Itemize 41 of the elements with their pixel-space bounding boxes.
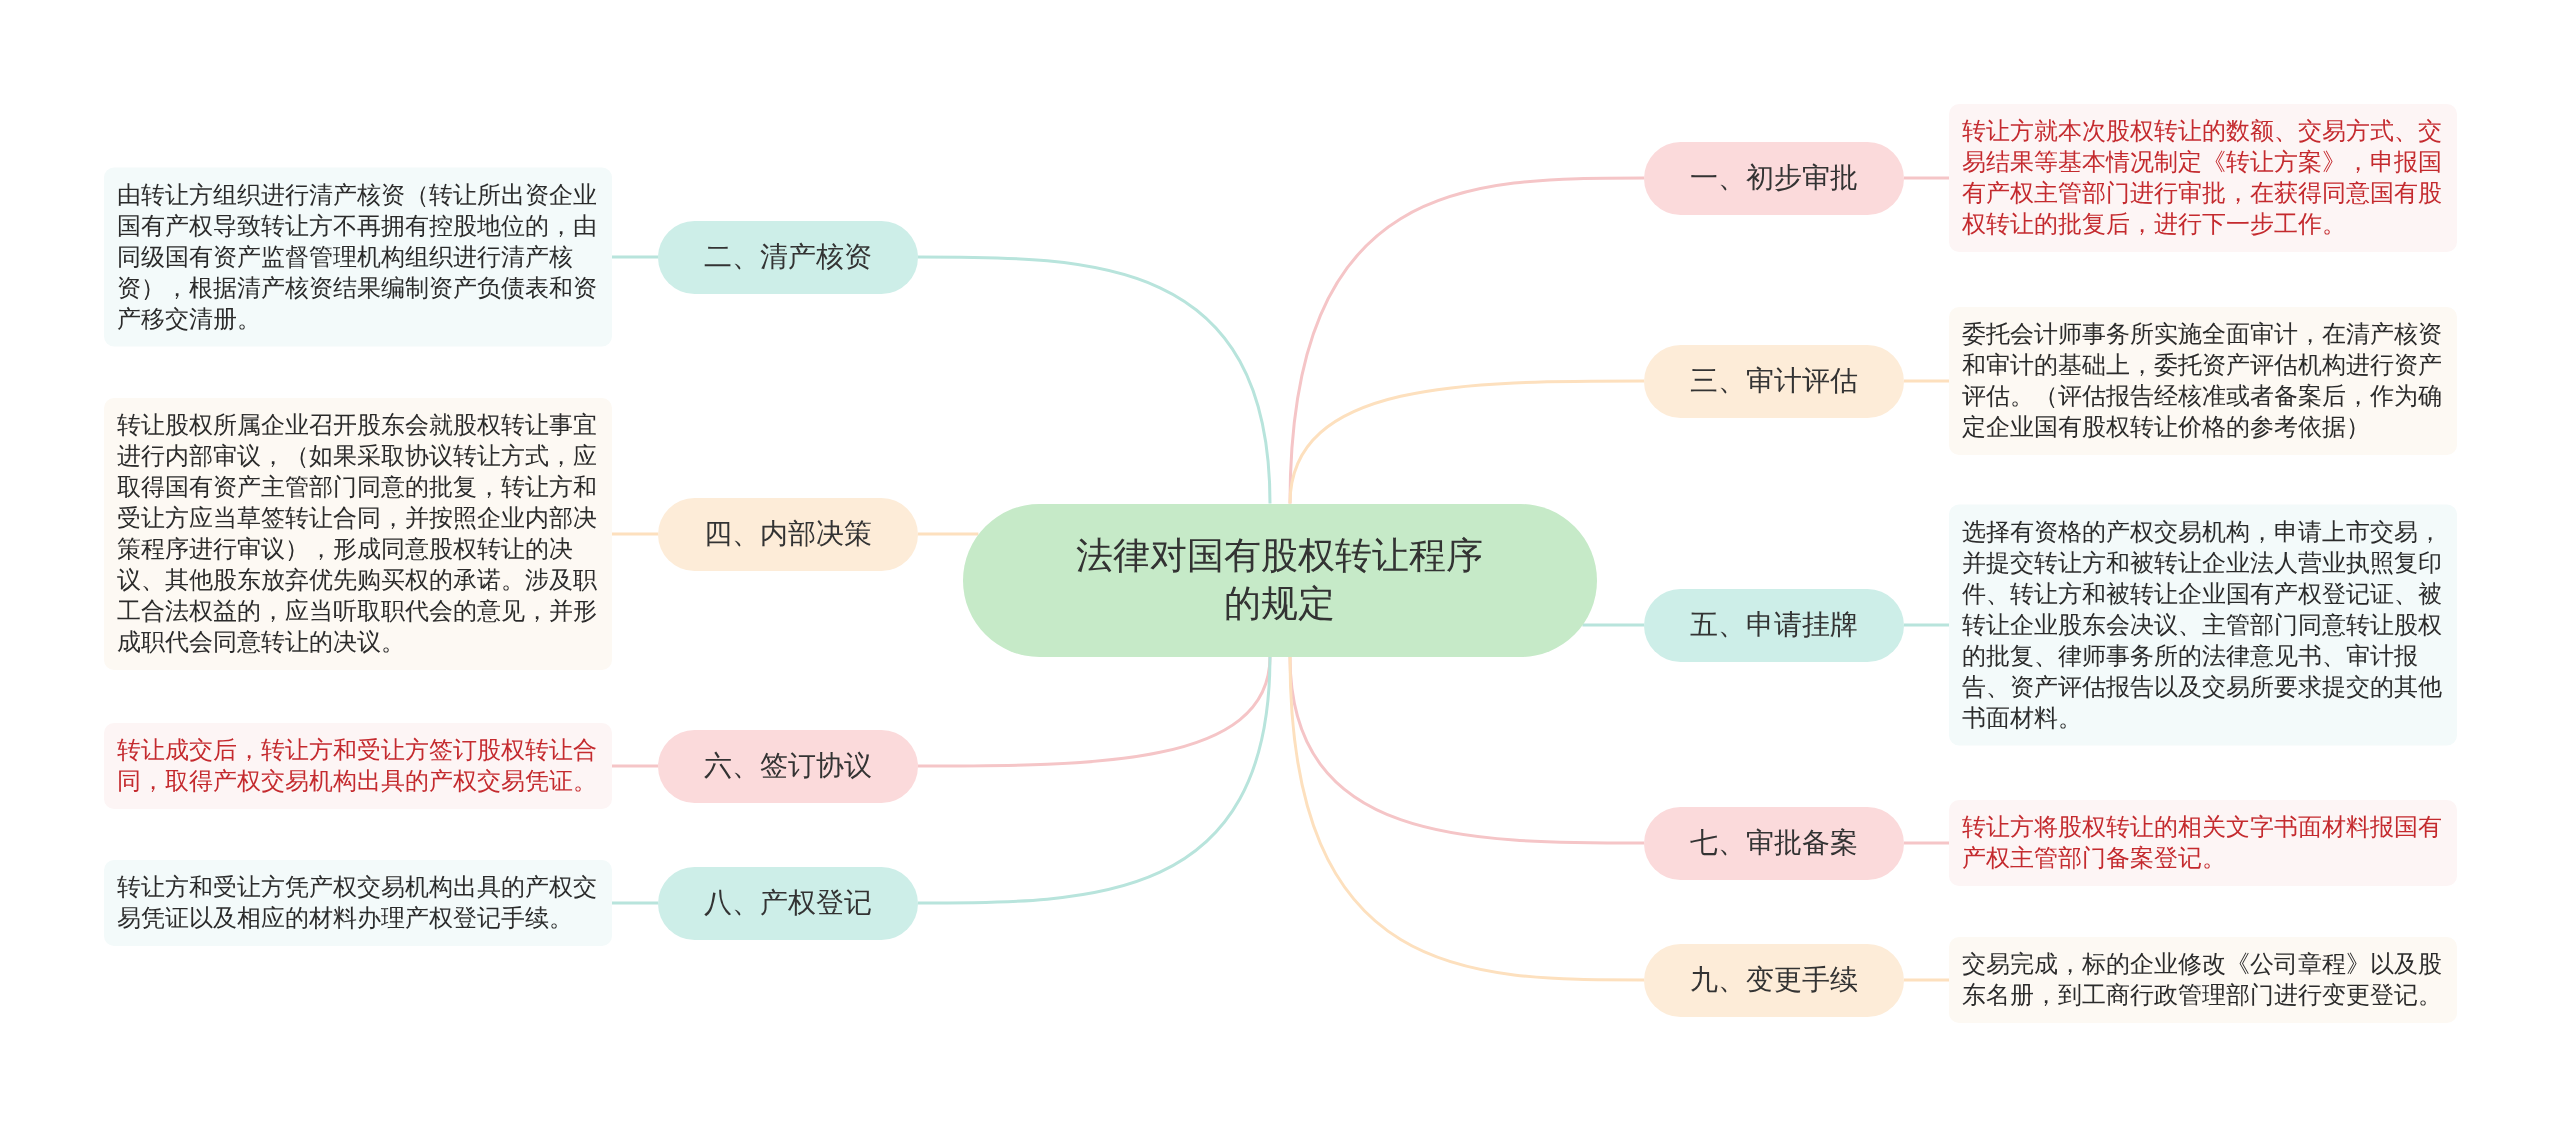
- branch-curve: [918, 656, 1272, 905]
- note-text: 转让成交后，转让方和受让方签订股权转让合同，取得产权交易机构出具的产权交易凭证。: [117, 735, 598, 797]
- note-text: 交易完成，标的企业修改《公司章程》以及股东名册，到工商行政管理部门进行变更登记。: [1962, 949, 2443, 1011]
- connector-line: [612, 255, 658, 259]
- note-text: 选择有资格的产权交易机构，申请上市交易，并提交转让方和被转让企业法人营业执照复印件、转让方和被转让企业国有产权登记证、被转让企业股东会决议、主管部门同意转让股权的批复、律师事务所的法律意见书、审计报告、资产评估报告以及交易所要求提交的其他书面材料。: [1962, 516, 2443, 734]
- note-card: [1949, 104, 2457, 252]
- branch-curve: [1582, 623, 1644, 627]
- connector-line: [1904, 623, 1949, 627]
- branch-label: 六、签订协议: [704, 748, 872, 784]
- note-text: 转让方将股权转让的相关文字书面材料报国有产权主管部门备案登记。: [1962, 812, 2443, 874]
- note-text: 转让方就本次股权转让的数额、交易方式、交易结果等基本情况制定《转让方案》，申报国有产权主管部门进行审批，在获得同意国有股权转让的批复后，进行下一步工作。: [1962, 116, 2443, 240]
- connector-line: [612, 532, 658, 536]
- branch-curve: [918, 532, 979, 536]
- connector-line: [1904, 379, 1949, 383]
- note-card: [1949, 937, 2457, 1023]
- branch-label: 八、产权登记: [704, 885, 872, 921]
- connector-line: [612, 901, 658, 905]
- note-text: 转让股权所属企业召开股东会就股权转让事宜进行内部审议，（如果采取协议转让方式，应取得国有资产主管部门同意的批复，转让方和受让方应当草签转让合同，并按照企业内部决策程序进行审议），形成同意股权转让的决议、其他股东放弃优先购买权的承诺。涉及职工合法权益的，应当听取职代会的意见，并形成职代会同意转让的决议。: [117, 410, 598, 658]
- branch-label: 三、审计评估: [1690, 363, 1858, 399]
- branch-label: 五、申请挂牌: [1690, 607, 1858, 643]
- branch-label: 二、清产核资: [704, 239, 872, 275]
- note-text: 委托会计师事务所实施全面审计，在清产核资和审计的基础上，委托资产评估机构进行资产评估。（评估报告经核准或者备案后，作为确定企业国有股权转让价格的参考依据）: [1962, 319, 2443, 443]
- branch-label: 四、内部决策: [704, 516, 872, 552]
- branch-curve: [918, 255, 1272, 504]
- connector-line: [1904, 841, 1949, 845]
- note-card: [104, 167, 612, 347]
- note-card: [1949, 800, 2457, 886]
- note-card: [104, 860, 612, 946]
- note-card: [104, 723, 612, 809]
- branch-curve: [1288, 379, 1644, 504]
- branch-label: 九、变更手续: [1690, 962, 1858, 998]
- connector-line: [1904, 176, 1949, 180]
- branch-label: 七、审批备案: [1690, 825, 1858, 861]
- note-text: 转让方和受让方凭产权交易机构出具的产权交易凭证以及相应的材料办理产权登记手续。: [117, 872, 598, 934]
- connector-line: [612, 764, 658, 768]
- branch-curve: [1288, 656, 1644, 982]
- branch-label: 一、初步审批: [1690, 160, 1858, 196]
- note-card: [1949, 307, 2457, 455]
- note-text: 由转让方组织进行清产核资（转让所出资企业国有产权导致转让方不再拥有控股地位的，由同级国有资产监督管理机构组织进行清产核资），根据清产核资结果编制资产负债表和资产移交清册。: [117, 179, 598, 335]
- central-topic-text: 法律对国有股权转让程序的规定: [1075, 532, 1485, 627]
- connector-line: [1904, 978, 1949, 982]
